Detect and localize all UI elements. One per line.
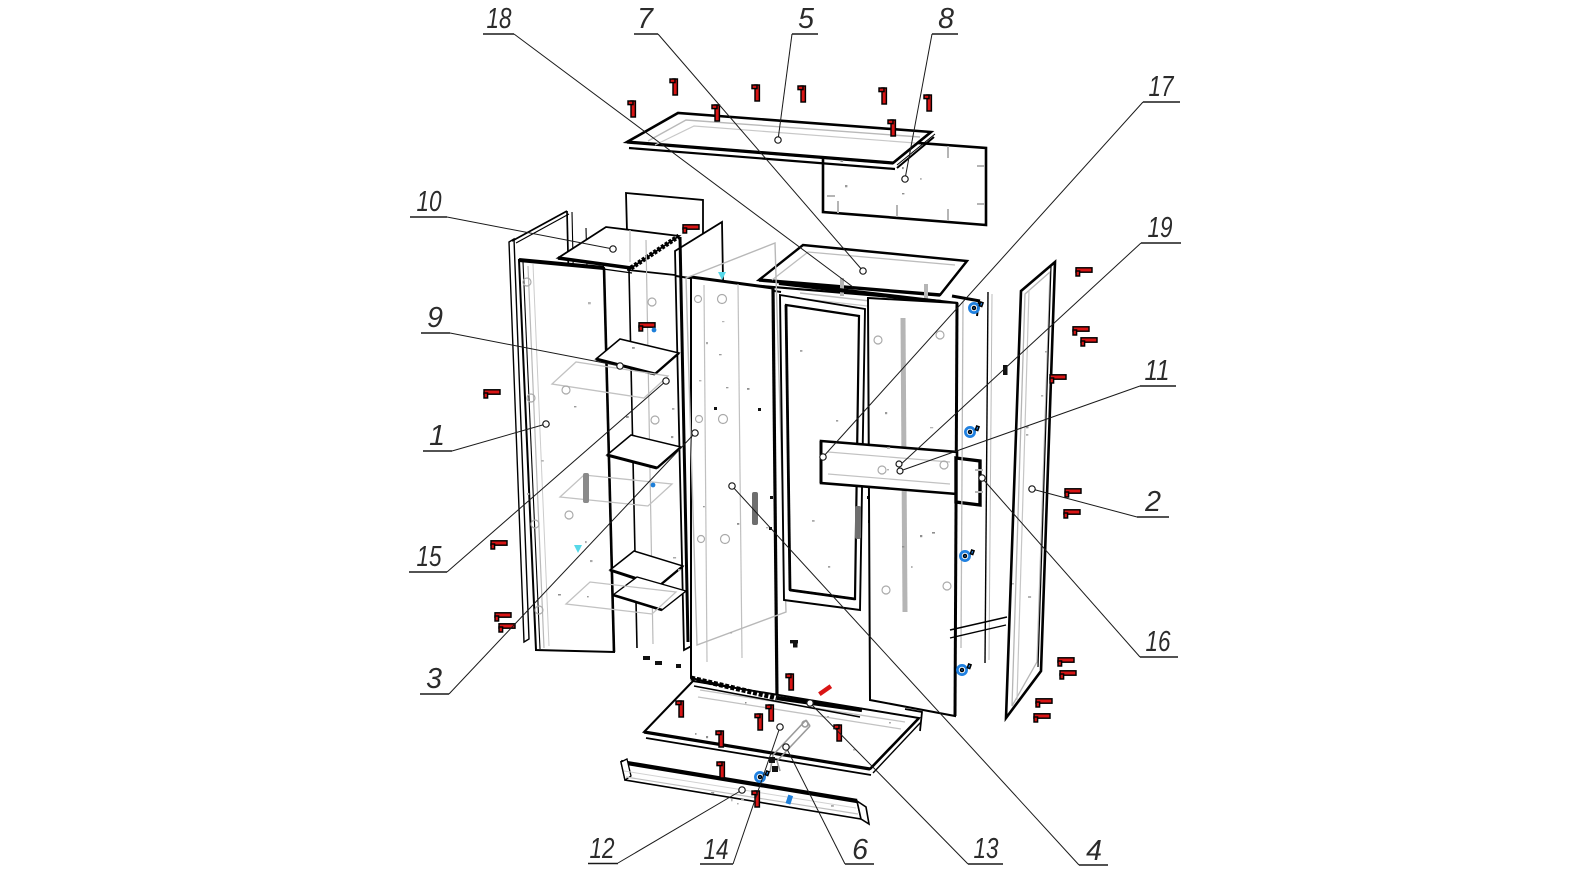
svg-text:17: 17 bbox=[1149, 71, 1175, 103]
svg-text:10: 10 bbox=[417, 186, 442, 218]
svg-text:13: 13 bbox=[974, 833, 999, 865]
svg-text:16: 16 bbox=[1146, 626, 1171, 658]
svg-text:3: 3 bbox=[426, 663, 442, 695]
svg-text:4: 4 bbox=[1086, 835, 1102, 867]
svg-text:15: 15 bbox=[417, 541, 442, 573]
svg-text:8: 8 bbox=[938, 3, 954, 35]
svg-text:14: 14 bbox=[704, 834, 729, 866]
svg-text:2: 2 bbox=[1144, 486, 1161, 518]
svg-text:5: 5 bbox=[798, 3, 814, 35]
svg-text:11: 11 bbox=[1145, 355, 1170, 387]
svg-text:9: 9 bbox=[427, 302, 443, 334]
svg-text:7: 7 bbox=[637, 3, 654, 35]
svg-text:19: 19 bbox=[1148, 212, 1173, 244]
svg-text:12: 12 bbox=[590, 833, 615, 865]
svg-text:1: 1 bbox=[429, 420, 445, 452]
svg-text:18: 18 bbox=[487, 3, 512, 35]
svg-text:6: 6 bbox=[852, 834, 868, 866]
